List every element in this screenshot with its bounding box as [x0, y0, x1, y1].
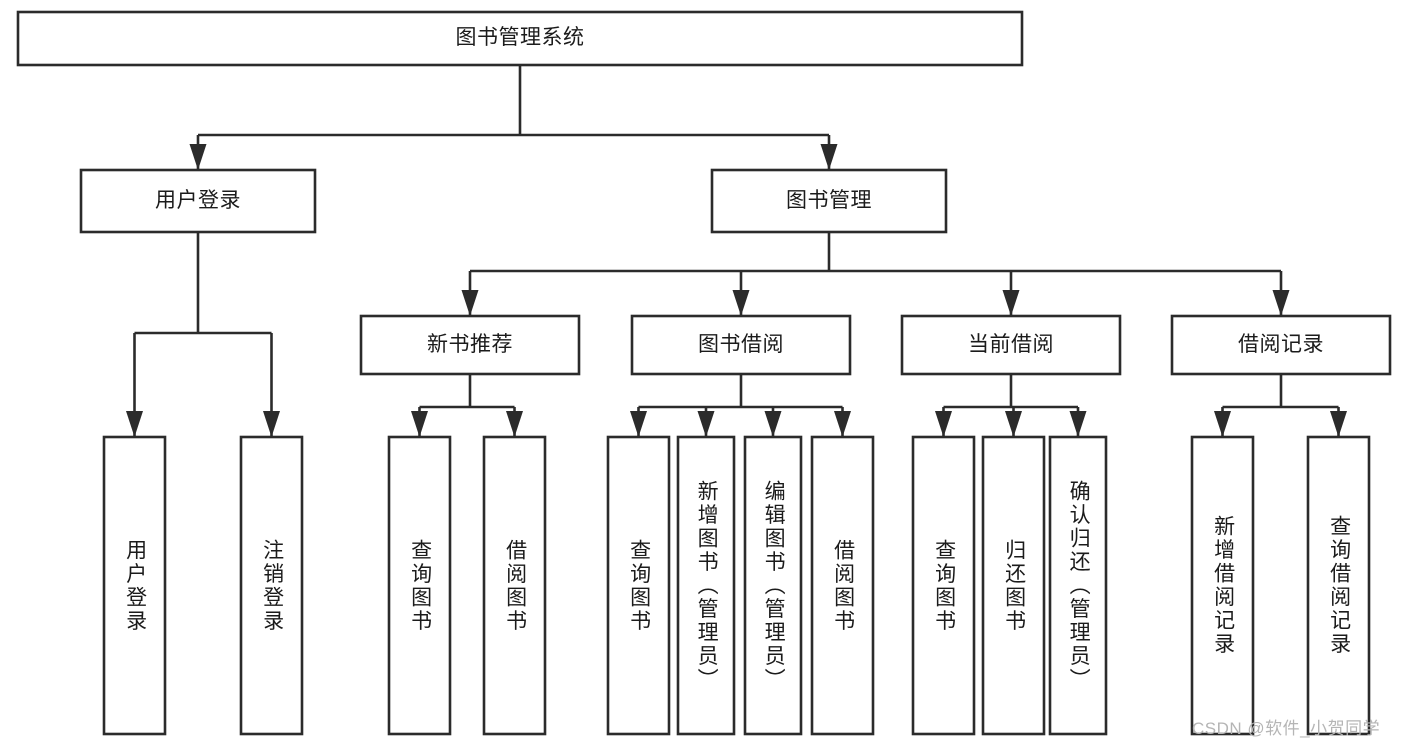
node-box-leaf-borrow-2[interactable]	[810, 435, 875, 736]
arrow-head	[1272, 290, 1290, 316]
arrow-head	[1005, 411, 1022, 437]
arrow-head	[732, 290, 750, 316]
node-box-root[interactable]	[16, 10, 1024, 67]
arrow-head	[1002, 290, 1020, 316]
edge-group-current-borrow	[935, 374, 1087, 437]
arrow-head	[935, 411, 952, 437]
arrow-head	[263, 411, 280, 437]
node-box-leaf-add-rec[interactable]	[1190, 435, 1255, 736]
node-box-leaf-return[interactable]	[981, 435, 1046, 736]
node-box-leaf-borrow-1[interactable]	[482, 435, 547, 736]
edge-group-new-book-rec	[411, 374, 523, 437]
arrow-head	[630, 411, 647, 437]
arrow-head	[461, 290, 479, 316]
arrow-head	[506, 411, 523, 437]
edge-group-borrow-record	[1214, 374, 1347, 437]
node-box-borrow-record[interactable]	[1170, 314, 1392, 376]
edge-group-book-borrow	[630, 374, 851, 437]
node-box-leaf-query-3[interactable]	[911, 435, 976, 736]
node-box-current-borrow[interactable]	[900, 314, 1122, 376]
arrow-head	[1069, 411, 1087, 437]
node-box-leaf-query-1[interactable]	[387, 435, 452, 736]
node-box-leaf-add-book[interactable]	[676, 435, 736, 736]
node-box-new-book-rec[interactable]	[359, 314, 581, 376]
arrow-head	[411, 411, 428, 437]
node-box-book-borrow[interactable]	[630, 314, 852, 376]
node-box-leaf-logout[interactable]	[239, 435, 304, 736]
edges-layer	[126, 65, 1347, 437]
node-box-leaf-confirm[interactable]	[1048, 435, 1108, 736]
arrow-head	[189, 144, 207, 170]
node-box-leaf-user-login[interactable]	[102, 435, 167, 736]
edge-group-book-manage	[461, 232, 1290, 316]
node-box-leaf-query-rec[interactable]	[1306, 435, 1371, 736]
arrow-head	[126, 411, 143, 437]
arrow-head	[820, 144, 838, 170]
arrow-head	[1214, 411, 1231, 437]
watermark-text: CSDN @软件_小贺同学	[1192, 719, 1381, 738]
node-box-leaf-edit-book[interactable]	[743, 435, 803, 736]
edge-group-root	[189, 65, 838, 170]
arrow-head	[764, 411, 782, 437]
nodes-layer	[16, 10, 1392, 736]
node-box-user-login[interactable]	[79, 168, 317, 234]
node-box-leaf-query-2[interactable]	[606, 435, 671, 736]
edge-group-user-login	[126, 232, 280, 437]
node-box-book-manage[interactable]	[710, 168, 948, 234]
arrow-head	[834, 411, 851, 437]
arrow-head	[697, 411, 715, 437]
arrow-head	[1330, 411, 1347, 437]
